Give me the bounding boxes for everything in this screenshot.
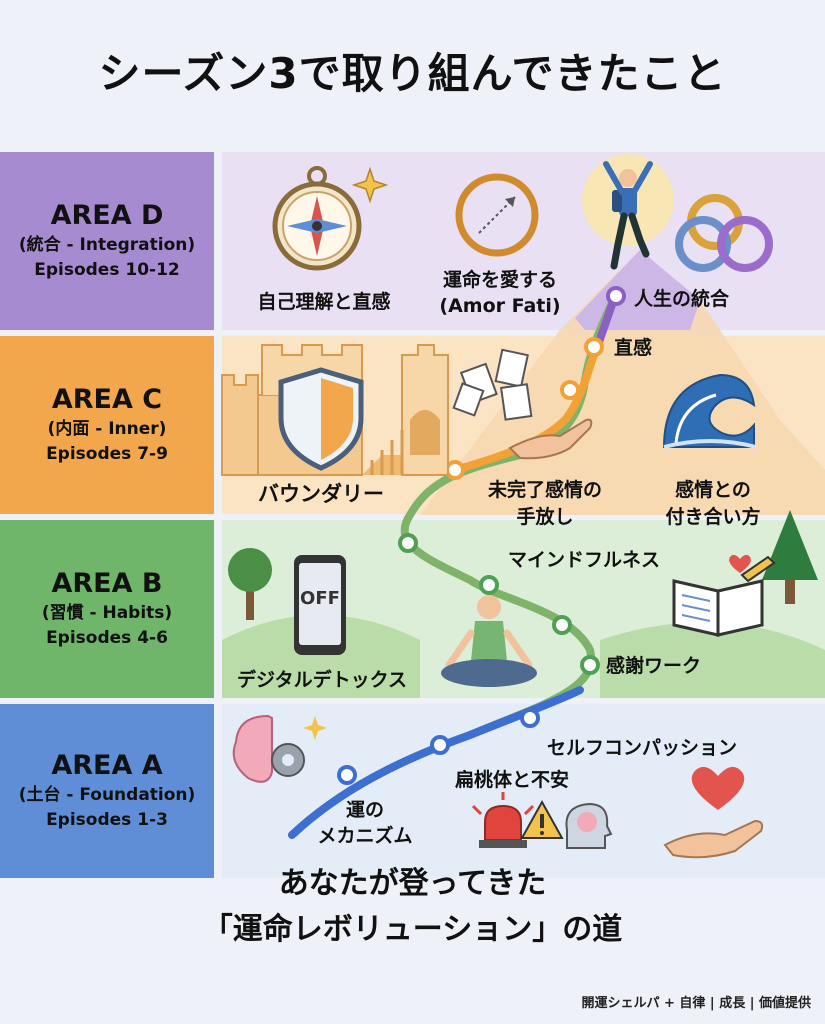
climber-icon [582, 154, 674, 270]
topic-life-integration: 人生の統合 [634, 288, 730, 310]
open-hand-icon [508, 418, 593, 460]
brain-gear-icon [232, 714, 305, 783]
topic-luck-line2: メカニズム [317, 825, 413, 847]
topic-emotions-line2: 付き合い方 [665, 506, 761, 528]
papers-icon [452, 348, 533, 421]
love-circle-icon [455, 173, 539, 257]
footer-credit: 開運シェルパ + 自律 | 成長 | 価値提供 [581, 996, 811, 1011]
heart-icon [729, 554, 751, 573]
sparkle-icon [303, 716, 327, 740]
topic-boundary: バウンダリー [258, 482, 384, 506]
area-d-episodes: Episodes 10-12 [34, 260, 180, 280]
topic-digital-detox: デジタルデトックス [236, 669, 408, 691]
hill-left [222, 615, 420, 698]
area-c-name: AREA C [51, 384, 163, 415]
marker-a1 [337, 765, 357, 785]
area-card-c: AREA C (内面 - Inner) Episodes 7-9 [0, 336, 214, 514]
head-brain-icon [565, 802, 613, 849]
journal-icon [672, 555, 776, 637]
topic-mindfulness: マインドフルネス [507, 549, 660, 571]
area-card-b: AREA B (習慣 - Habits) Episodes 4-6 [0, 520, 214, 698]
phone-icon [294, 555, 346, 655]
tree-icon [228, 548, 272, 620]
topic-self-compassion: セルフコンパッション [546, 737, 737, 759]
topic-release-line1: 未完了感情の [487, 479, 602, 501]
area-b-name: AREA B [51, 568, 163, 599]
marker-c1 [445, 460, 465, 480]
topic-intuition: 直感 [614, 337, 653, 359]
area-c-episodes: Episodes 7-9 [46, 444, 168, 464]
closing-line-1: あなたが登ってきた [278, 866, 547, 901]
rings-icon [675, 194, 773, 272]
shield-icon [278, 367, 364, 471]
topic-amor-fati-line2: (Amor Fati) [439, 295, 561, 317]
compass-icon [272, 166, 362, 271]
area-a-subtitle: (土台 - Foundation) [18, 785, 196, 805]
marker-d1 [606, 286, 626, 306]
area-a-name: AREA A [51, 750, 163, 781]
marker-b4 [398, 533, 418, 553]
page-title: シーズン3で取り組んできたこと [98, 49, 727, 98]
marker-c3 [584, 337, 604, 357]
phone-screen-text: OFF [300, 588, 340, 609]
sparkle-icon [351, 166, 389, 204]
wave-icon [662, 373, 757, 449]
topic-emotions-line1: 感情との [675, 479, 751, 501]
area-c-subtitle: (内面 - Inner) [47, 419, 167, 439]
tree-icon [762, 510, 818, 604]
marker-a2 [430, 735, 450, 755]
marker-b2 [552, 615, 572, 635]
heart-hand-icon [663, 819, 764, 859]
marker-c2 [560, 380, 580, 400]
topic-gratitude: 感謝ワーク [606, 655, 702, 677]
area-b-episodes: Episodes 4-6 [46, 628, 168, 648]
meditation-icon [441, 595, 537, 687]
path-markers [337, 286, 626, 785]
area-a-episodes: Episodes 1-3 [46, 810, 168, 830]
warning-icon [520, 799, 564, 839]
marker-b3 [479, 575, 499, 595]
topic-self-understanding: 自己理解と直感 [257, 291, 391, 313]
topic-amor-fati-line1: 運命を愛する [442, 269, 557, 291]
closing-line-2: 「運命レボリューション」の道 [202, 912, 623, 947]
area-b-subtitle: (習慣 - Habits) [41, 603, 173, 623]
area-d-name: AREA D [50, 200, 164, 231]
topic-amygdala-anxiety: 扁桃体と不安 [454, 769, 569, 791]
topic-release-line2: 手放し [516, 506, 574, 528]
area-card-a: AREA A (土台 - Foundation) Episodes 1-3 [0, 704, 214, 878]
alarm-icon [471, 792, 535, 848]
area-card-d: AREA D (統合 - Integration) Episodes 10-12 [0, 152, 214, 330]
hill-right [600, 622, 825, 698]
marker-a3 [520, 708, 540, 728]
heart-icon [691, 766, 745, 810]
journey-path-upper [451, 341, 602, 474]
topic-luck-line1: 運の [345, 799, 384, 821]
area-d-subtitle: (統合 - Integration) [18, 235, 196, 255]
journey-path-lower [288, 686, 584, 839]
marker-b1 [580, 655, 600, 675]
